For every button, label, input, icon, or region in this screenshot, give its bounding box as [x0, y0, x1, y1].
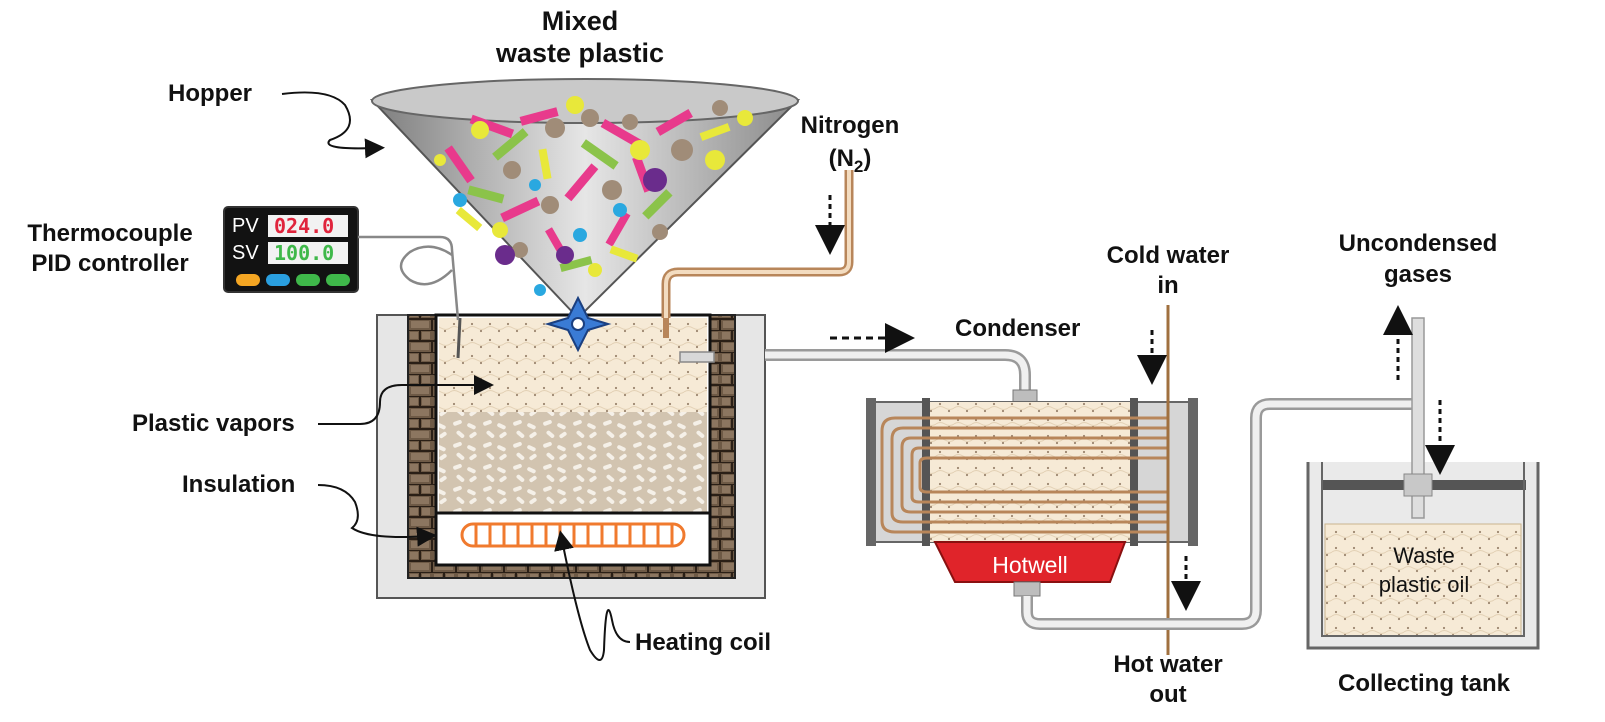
hotwell-label: Hotwell — [992, 552, 1067, 578]
pid-sv-display: 100.0 — [274, 241, 334, 265]
pid-button-green-2[interactable] — [326, 274, 350, 286]
condenser-right-flange — [1188, 398, 1198, 546]
plastic-melt-zone — [439, 412, 707, 512]
hotwell — [933, 541, 1127, 583]
title-line2: waste plastic — [495, 38, 664, 68]
oil-level — [1324, 523, 1522, 637]
uncondensed-label-line1: Uncondensed — [1339, 230, 1498, 257]
reactor — [376, 313, 766, 599]
condenser-label: Condenser — [955, 315, 1080, 342]
cold-water-label-line2: in — [1157, 272, 1178, 299]
reactor-outlet-port — [679, 351, 715, 363]
hopper — [369, 78, 801, 353]
nitrogen-label-line2: (N2) — [829, 145, 872, 176]
nitrogen-label-line1: Nitrogen — [801, 112, 900, 139]
collecting-tank-label: Collecting tank — [1338, 670, 1511, 697]
vapor-pipe — [765, 349, 1031, 395]
thermocouple-label-line2: PID controller — [31, 250, 188, 277]
collecting-tank: Waste plastic oil — [1306, 462, 1540, 650]
hot-water-label-line1: Hot water — [1113, 651, 1222, 678]
thermocouple-probe — [456, 317, 462, 359]
pid-pv-display: 024.0 — [274, 214, 334, 238]
uncondensed-label-line2: gases — [1384, 261, 1452, 288]
rotary-feeder-valve — [544, 295, 612, 353]
condenser-left-flange — [866, 398, 876, 546]
oil-label-line1: Waste — [1393, 543, 1455, 568]
plastic-pieces — [434, 96, 753, 296]
leader-lines — [281, 91, 631, 661]
pid-controller: PV 024.0 SV 100.0 — [223, 206, 359, 293]
pid-pv-label: PV — [232, 215, 259, 237]
heating-coil-label: Heating coil — [635, 629, 771, 656]
pid-sv-label: SV — [232, 242, 259, 264]
plastic-vapors-label: Plastic vapors — [132, 410, 295, 437]
condenser-outlet-flange — [1013, 581, 1041, 597]
title-line1: Mixed — [542, 6, 619, 36]
thermocouple-wire — [358, 235, 460, 321]
oil-label-line2: plastic oil — [1379, 572, 1469, 597]
cold-water-label-line1: Cold water — [1107, 242, 1230, 269]
hopper-label: Hopper — [168, 80, 252, 107]
hot-water-label-line2: out — [1149, 681, 1186, 708]
gas-vent-pipe — [1411, 317, 1425, 519]
pid-button-orange[interactable] — [236, 274, 260, 286]
pid-button-blue[interactable] — [266, 274, 290, 286]
thermocouple-label-line1: Thermocouple — [27, 220, 192, 247]
tank-inlet-fitting — [1403, 473, 1433, 497]
pid-button-green-1[interactable] — [296, 274, 320, 286]
insulation-label: Insulation — [182, 471, 295, 498]
condenser: Hotwell — [866, 398, 1198, 597]
